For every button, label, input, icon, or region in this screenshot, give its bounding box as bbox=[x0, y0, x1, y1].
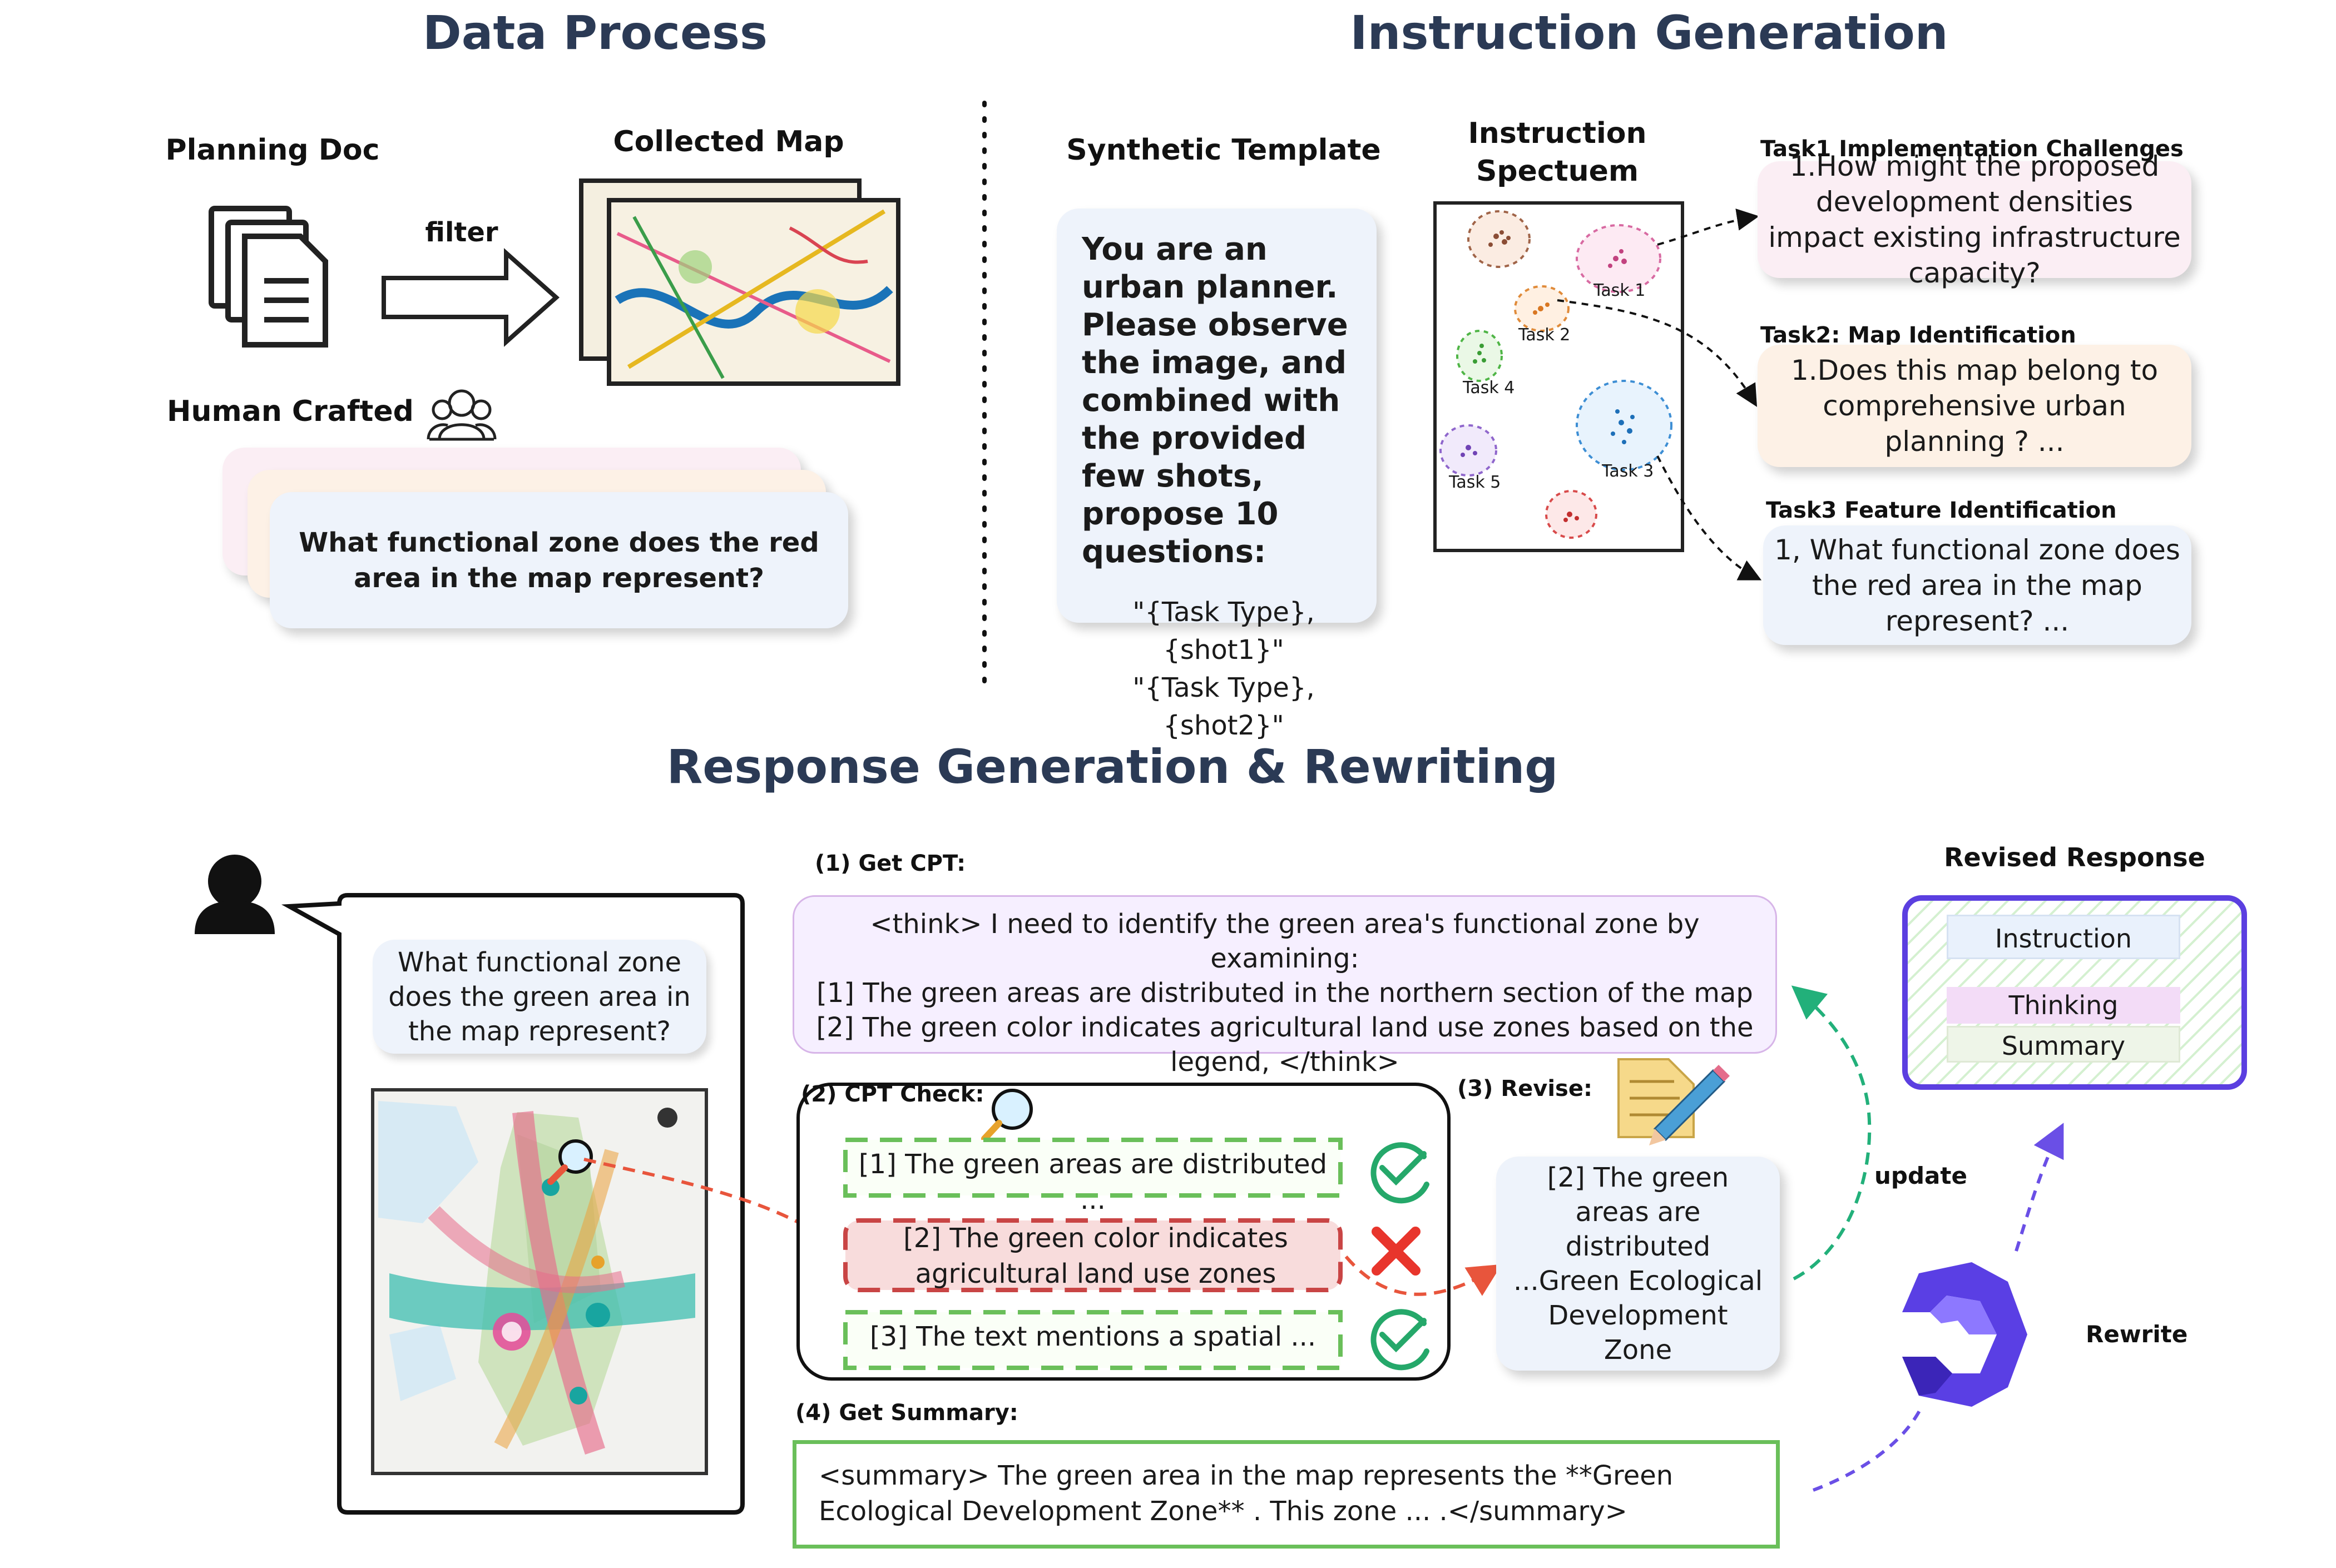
filter-label: filter bbox=[425, 217, 498, 248]
check-item-1-frame bbox=[843, 1138, 1343, 1198]
magnifier-icon-map bbox=[547, 1139, 593, 1185]
task2-card: 1.Does this map belong to comprehensive … bbox=[1758, 345, 2191, 467]
task3-text: 1, What functional zone does the red are… bbox=[1774, 533, 2180, 637]
step2-label: (2) CPT Check: bbox=[801, 1081, 984, 1107]
revised-item-summary: Summary bbox=[1947, 1026, 2180, 1063]
user-question-card: What functional zone does the green area… bbox=[373, 940, 706, 1054]
check-item-2: [2] The green color indicates agricultur… bbox=[903, 1223, 1288, 1289]
urban-planning-map bbox=[371, 1088, 708, 1475]
collected-map-label: Collected Map bbox=[613, 125, 844, 158]
revise-text: [2] The green areas are distributed ...G… bbox=[1513, 1162, 1763, 1366]
check-item-2-frame bbox=[843, 1218, 1343, 1292]
check-circle-icon-2 bbox=[1370, 1309, 1429, 1371]
step4-label: (4) Get Summary: bbox=[795, 1400, 1018, 1426]
collected-map-thumbnail bbox=[579, 178, 900, 386]
task3-card: 1, What functional zone does the red are… bbox=[1763, 525, 2191, 645]
model-logo-icon bbox=[1902, 1262, 2027, 1407]
think-line3: [2] The green color indicates agricultur… bbox=[816, 1012, 1754, 1078]
rewrite-arrow-in bbox=[1812, 1406, 1923, 1492]
cluster-label-task2: Task 2 bbox=[1518, 325, 1571, 345]
human-question-card: What functional zone does the red area i… bbox=[270, 492, 848, 628]
template-shot1: "{Task Type}, {shot1}" bbox=[1132, 597, 1315, 666]
step3-label: (3) Revise: bbox=[1457, 1076, 1592, 1101]
check-item-3-frame bbox=[843, 1310, 1343, 1370]
think-card: <think> I need to identify the green are… bbox=[793, 895, 1777, 1078]
task1-text: 1.How might the proposed development den… bbox=[1768, 150, 2181, 289]
task2-label: Task2: Map Identification bbox=[1760, 322, 2076, 348]
task1-card: 1.How might the proposed development den… bbox=[1758, 150, 2191, 289]
cluster-task-2 bbox=[1514, 285, 1570, 332]
cluster-task-bottom bbox=[1545, 490, 1597, 539]
cluster-task-1 bbox=[1576, 224, 1661, 293]
think-line1: <think> I need to identify the green are… bbox=[870, 909, 1700, 974]
task1-label: Task1 Implementation Challenges bbox=[1760, 136, 2184, 162]
cluster-label-task5: Task 5 bbox=[1449, 473, 1501, 492]
response-generation-title: Response Generation & Rewriting bbox=[666, 740, 1558, 794]
document-stack-icon bbox=[209, 206, 328, 348]
human-question-text: What functional zone does the red area i… bbox=[299, 527, 819, 594]
spectrum-label-line1: Instruction bbox=[1468, 117, 1647, 150]
rewrite-label: Rewrite bbox=[2086, 1321, 2188, 1348]
think-line2: [1] The green areas are distributed in t… bbox=[816, 977, 1753, 1009]
revised-response-label: Revised Response bbox=[1944, 842, 2205, 872]
cross-icon bbox=[1372, 1227, 1421, 1276]
rewrite-arrow-out bbox=[2015, 1123, 2064, 1252]
spectrum-label-line2: Spectuem bbox=[1476, 155, 1639, 188]
planning-doc-label: Planning Doc bbox=[165, 133, 380, 167]
arrow-task1 bbox=[1657, 209, 1759, 246]
check-item-1: [1] The green areas are distributed ... bbox=[858, 1149, 1328, 1215]
synthetic-template-label: Synthetic Template bbox=[1066, 133, 1381, 167]
synthetic-template-card: You are an urban planner. Please observe… bbox=[1057, 209, 1377, 741]
instruction-generation-title: Instruction Generation bbox=[1350, 6, 1948, 60]
cluster-task-5 bbox=[1439, 424, 1497, 477]
notes-pencil-icon bbox=[1617, 1058, 1730, 1145]
update-arrow bbox=[1791, 985, 1872, 1281]
user-question-text: What functional zone does the green area… bbox=[388, 946, 691, 1047]
human-crafted-label: Human Crafted bbox=[167, 395, 414, 428]
cluster-task-top bbox=[1467, 210, 1531, 268]
cluster-label-task3: Task 3 bbox=[1602, 462, 1654, 481]
check-item-3: [3] The text mentions a spatial ... bbox=[869, 1321, 1317, 1352]
summary-text: <summary> The green area in the map repr… bbox=[819, 1460, 1674, 1527]
people-icon bbox=[427, 389, 497, 441]
step1-label: (1) Get CPT: bbox=[815, 851, 966, 876]
task3-label: Task3 Feature Identification bbox=[1766, 498, 2117, 523]
task2-text: 1.Does this map belong to comprehensive … bbox=[1790, 354, 2159, 458]
revise-card: [2] The green areas are distributed ...G… bbox=[1496, 1157, 1780, 1371]
cluster-label-task1: Task 1 bbox=[1593, 281, 1646, 300]
revised-item-thinking: Thinking bbox=[1947, 987, 2180, 1024]
cluster-task-4 bbox=[1456, 330, 1503, 382]
magnifier-icon-check bbox=[981, 1089, 1033, 1142]
filter-arrow bbox=[382, 248, 560, 347]
check-circle-icon-1 bbox=[1370, 1142, 1429, 1204]
arrow-task3 bbox=[1656, 455, 1762, 580]
revised-item-instruction: Instruction bbox=[1947, 915, 2180, 959]
summary-card: <summary> The green area in the map repr… bbox=[793, 1440, 1780, 1549]
data-process-title: Data Process bbox=[423, 6, 768, 60]
template-text: You are an urban planner. Please observe… bbox=[1082, 231, 1348, 570]
template-shot2: "{Task Type}, {shot2}" bbox=[1132, 672, 1315, 741]
update-label: update bbox=[1874, 1162, 1967, 1189]
arrow-task2 bbox=[1557, 299, 1758, 407]
user-icon bbox=[195, 855, 275, 934]
cluster-label-task4: Task 4 bbox=[1463, 378, 1515, 398]
cluster-task-3 bbox=[1576, 380, 1672, 471]
